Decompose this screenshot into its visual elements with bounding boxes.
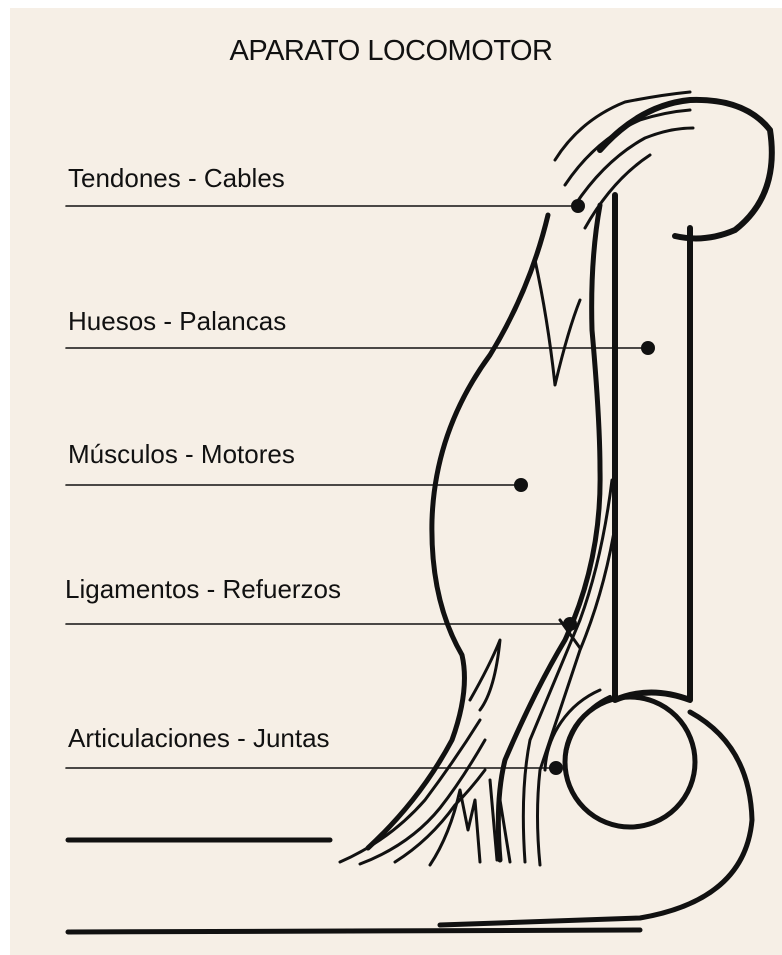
label-muscles: Músculos - Motores <box>68 439 295 469</box>
diagram-title: APARATO LOCOMOTOR <box>229 35 553 67</box>
bone-outline <box>597 96 775 703</box>
pointer-dot-ligaments <box>563 617 577 631</box>
label-ligaments: Ligamentos - Refuerzos <box>65 574 342 604</box>
forearm-outline <box>65 837 643 935</box>
diagram-panel <box>10 8 782 955</box>
pointer-dot-joints <box>549 761 563 775</box>
pointer-dots <box>514 199 655 775</box>
tendon-strands <box>338 90 695 867</box>
pointer-dot-tendons <box>571 199 585 213</box>
label-tendons: Tendones - Cables <box>68 163 285 193</box>
pointer-dot-bones <box>641 341 655 355</box>
joint-outline <box>437 688 755 928</box>
pointer-lines <box>65 205 649 769</box>
label-joints: Articulaciones - Juntas <box>68 723 330 753</box>
pointer-dot-muscles <box>514 478 528 492</box>
muscle-outline <box>365 202 603 863</box>
label-bones: Huesos - Palancas <box>68 306 287 336</box>
